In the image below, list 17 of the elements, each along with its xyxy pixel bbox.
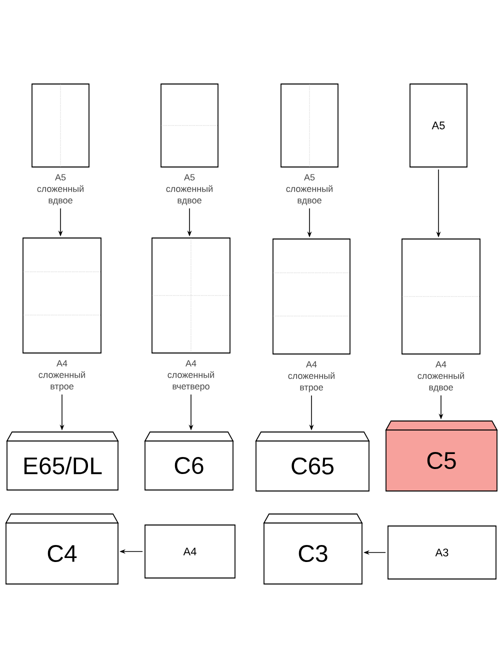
sheet-caption: A4 сложенный вчетверо [168,360,214,392]
paper-sheet [272,238,350,354]
sheet-caption: A5 сложенный вдвое [286,174,332,206]
sheet-caption: A5 сложенный вдвое [37,174,84,206]
paper-sheet: A5 [410,84,468,168]
sheet-caption: A4 сложенный втрое [38,360,85,392]
paper-sheet [160,84,218,168]
sheet-caption: A4 сложенный вдвое [418,361,464,392]
paper-sheet [22,238,102,354]
paper-sheet [152,238,230,354]
paper-sheet [280,84,338,168]
paper-sheet: A4 [144,524,236,578]
paper-sheet [32,84,90,168]
sheet-caption: A4 сложенный втрое [288,361,334,392]
paper-sheet [402,238,480,354]
paper-sheet: A3 [388,526,496,580]
sheet-caption: A5 сложенный вдвое [166,174,212,206]
